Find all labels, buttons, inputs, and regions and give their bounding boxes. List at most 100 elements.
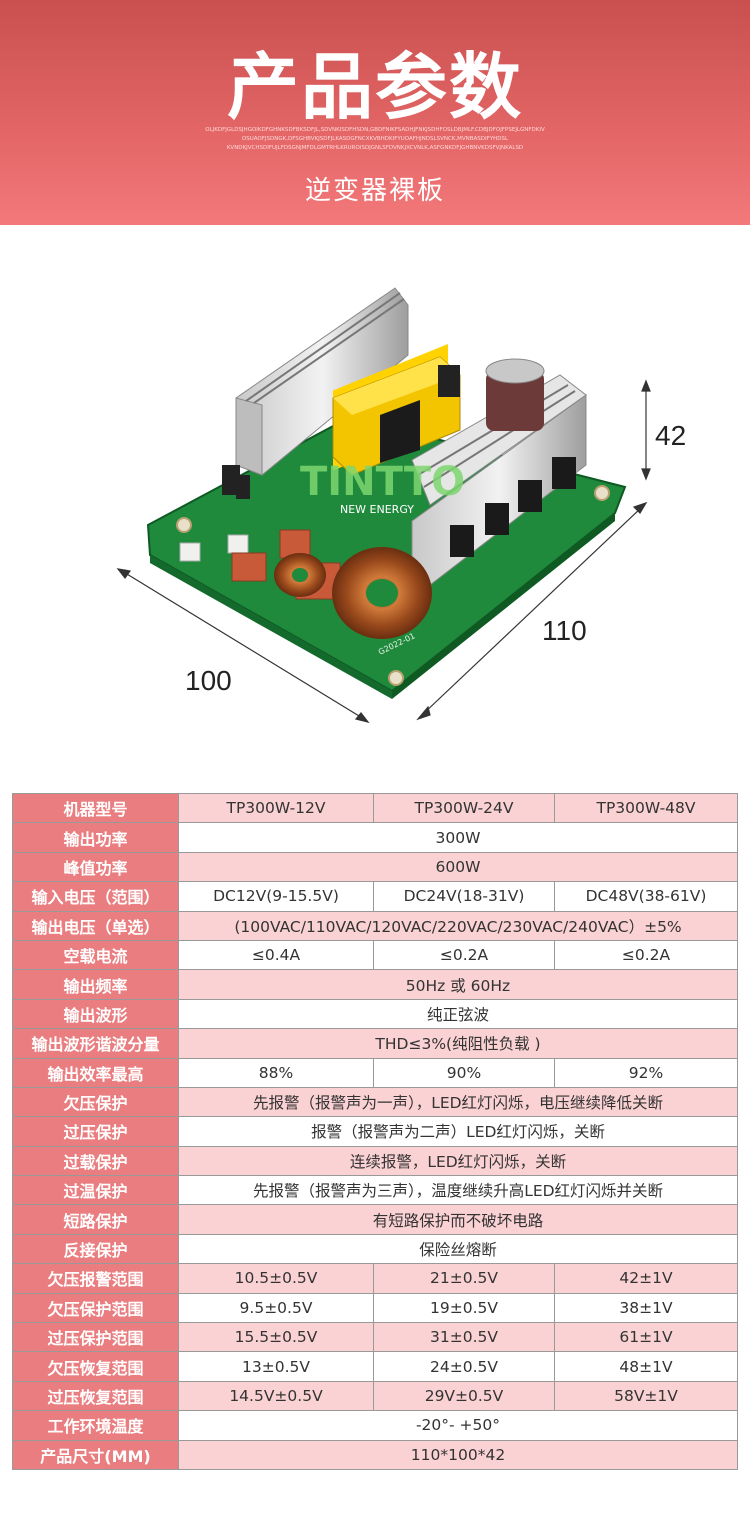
row-value: DC24V(18-31V) (373, 881, 555, 912)
table-row: 过温保护先报警（报警声为三声），温度继续升高LED红灯闪烁并关断 (12, 1175, 738, 1206)
row-value: 9.5±0.5V (178, 1292, 374, 1324)
row-value: TP300W-48V (554, 792, 738, 824)
large-capacitor (486, 371, 544, 431)
row-label: 过压保护 (12, 1116, 179, 1147)
row-value: 38±1V (554, 1292, 738, 1324)
row-value: 报警（报警声为二声）LED红灯闪烁，关断 (178, 1116, 738, 1147)
row-label: 空载电流 (12, 939, 179, 971)
row-value: ≤0.2A (373, 939, 555, 971)
row-value: 48±1V (554, 1351, 738, 1382)
row-value: 61±1V (554, 1322, 738, 1353)
row-value: 92% (554, 1057, 738, 1088)
row-value: 15.5±0.5V (178, 1322, 374, 1353)
row-value: 10.5±0.5V (178, 1263, 374, 1294)
row-label: 输出波形 (12, 998, 179, 1030)
dimension-width: 100 (185, 665, 232, 696)
row-value: 24±0.5V (373, 1351, 555, 1382)
row-value: ≤0.2A (554, 939, 738, 971)
row-value: 88% (178, 1057, 374, 1088)
row-label: 短路保护 (12, 1204, 179, 1235)
row-label: 输出波形谐波分量 (12, 1028, 179, 1059)
row-label: 输出电压（单选） (12, 910, 179, 941)
row-label: 输出功率 (12, 822, 179, 853)
row-value: 保险丝熔断 (178, 1233, 738, 1265)
row-value: (100VAC/110VAC/120VAC/220VAC/230VAC/240V… (178, 910, 738, 941)
row-label: 欠压恢复范围 (12, 1351, 179, 1382)
table-row: 过压保护报警（报警声为二声）LED红灯闪烁，关断 (12, 1116, 738, 1147)
row-label: 过温保护 (12, 1175, 179, 1206)
left-heatsink (235, 287, 409, 476)
row-value: DC48V(38-61V) (554, 881, 738, 912)
row-label: 产品尺寸(MM) (12, 1439, 179, 1470)
row-value: THD≤3%(纯阻性负载 ) (178, 1028, 738, 1059)
row-label: 欠压保护范围 (12, 1292, 179, 1324)
table-row: 过载保护连续报警，LED红灯闪烁，关断 (12, 1145, 738, 1177)
table-row: 短路保护有短路保护而不破坏电路 (12, 1204, 738, 1235)
row-value: TP300W-24V (373, 792, 555, 824)
page-subtitle: 逆变器裸板 (304, 176, 445, 206)
row-label: 输出效率最高 (12, 1057, 179, 1088)
row-value: 110*100*42 (178, 1439, 738, 1470)
row-label: 工作环境温度 (12, 1410, 179, 1441)
page-title: 产品参数 (226, 45, 523, 129)
row-label: 输出频率 (12, 969, 179, 1000)
table-row: 产品尺寸(MM)110*100*42 (12, 1439, 738, 1470)
row-value: 600W (178, 851, 738, 883)
row-label: 欠压保护 (12, 1086, 179, 1118)
row-value: 21±0.5V (373, 1263, 555, 1294)
row-value: 90% (373, 1057, 555, 1088)
row-label: 过压恢复范围 (12, 1380, 179, 1412)
row-value: 50Hz 或 60Hz (178, 969, 738, 1000)
row-value: 有短路保护而不破坏电路 (178, 1204, 738, 1235)
decorative-text-line-3: KVNDKJVCHSDIFUJLFDSGNJMFDLGMTRHLKRUROISD… (226, 145, 524, 151)
row-label: 输入电压（范围） (12, 881, 179, 912)
row-label: 反接保护 (12, 1233, 179, 1265)
row-label: 过压保护范围 (12, 1322, 179, 1353)
row-value: 31±0.5V (373, 1322, 555, 1353)
table-row: 空载电流≤0.4A≤0.2A≤0.2A (12, 939, 738, 971)
row-value: 58V±1V (554, 1380, 738, 1412)
brand-logo: TINTTO (300, 459, 465, 505)
brand-tagline: NEW ENERGY (340, 503, 414, 516)
row-value: 300W (178, 822, 738, 853)
product-image: G2022-01 TINTTO NEW ENERGY 42 110 100 (0, 225, 750, 785)
table-row: 反接保护保险丝熔断 (12, 1233, 738, 1265)
table-row: 欠压保护先报警（报警声为一声），LED红灯闪烁，电压继续降低关断 (12, 1086, 738, 1118)
header-banner: 产品参数 OLJKDFJGLDSJHGOIKDFGHNKSDFBKSDFJL,S… (0, 0, 750, 225)
row-label: 峰值功率 (12, 851, 179, 883)
row-value: DC12V(9-15.5V) (178, 881, 374, 912)
table-row: 输入电压（范围）DC12V(9-15.5V)DC24V(18-31V)DC48V… (12, 881, 738, 912)
row-value: 14.5V±0.5V (178, 1380, 374, 1412)
table-row: 输出波形纯正弦波 (12, 998, 738, 1030)
row-value: 29V±0.5V (373, 1380, 555, 1412)
row-value: 纯正弦波 (178, 998, 738, 1030)
inverter-board-illustration: G2022-01 TINTTO NEW ENERGY (116, 287, 651, 724)
row-value: 先报警（报警声为三声），温度继续升高LED红灯闪烁并关断 (178, 1175, 738, 1206)
transformer (332, 343, 461, 476)
row-value: 19±0.5V (373, 1292, 555, 1324)
table-row: 输出电压（单选）(100VAC/110VAC/120VAC/220VAC/230… (12, 910, 738, 941)
row-label: 过载保护 (12, 1145, 179, 1177)
right-heatsink (411, 374, 587, 586)
row-label: 欠压报警范围 (12, 1263, 179, 1294)
row-label: 机器型号 (12, 792, 179, 824)
row-value: 13±0.5V (178, 1351, 374, 1382)
row-value: 42±1V (554, 1263, 738, 1294)
row-value: ≤0.4A (178, 939, 374, 971)
decorative-text-line-2: OSUAOFJSDNGK,DFSGHBVKJSDFJLKASDGFNCXKVBH… (241, 136, 509, 142)
row-value: -20°- +50° (178, 1410, 738, 1441)
dimension-length: 110 (542, 615, 587, 646)
row-value: TP300W-12V (178, 792, 374, 824)
row-value: 先报警（报警声为一声），LED红灯闪烁，电压继续降低关断 (178, 1086, 738, 1118)
